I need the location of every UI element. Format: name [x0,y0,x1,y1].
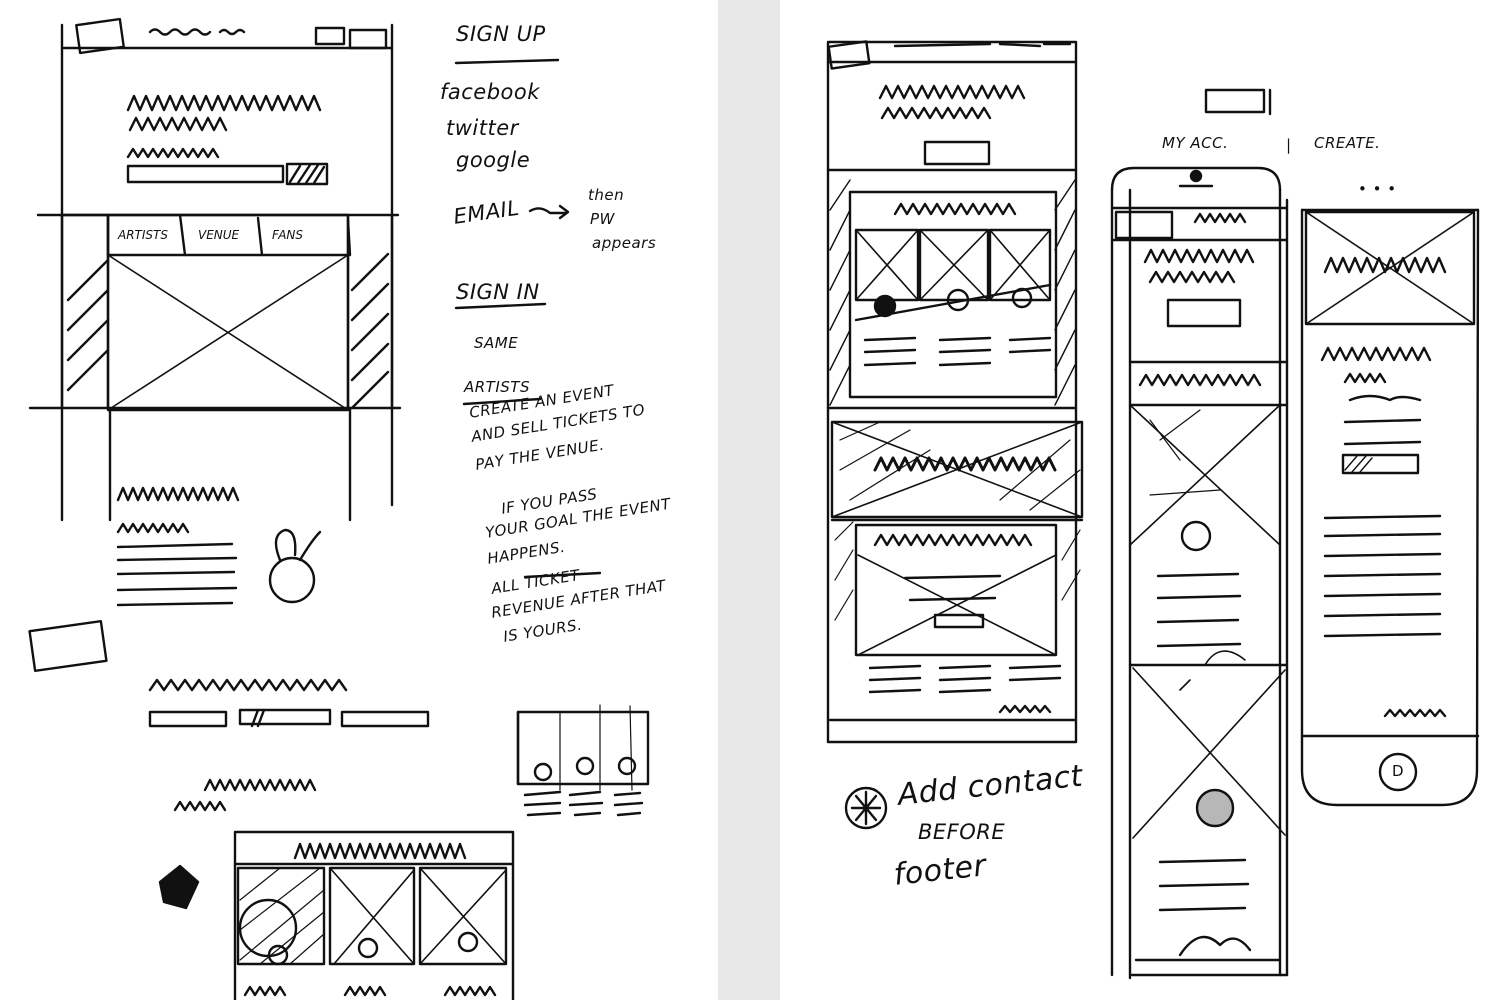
note-sign-up: SIGN UP [456,22,546,46]
note-google: google [456,148,531,172]
tab-venue: VENUE [198,228,240,242]
label-create: CREATE. [1314,134,1381,152]
note-then: then [588,186,625,204]
notebook-gutter [718,0,780,1000]
tab-fans: FANS [272,228,304,242]
note-facebook: facebook [440,80,540,104]
desktop-wireframe [28,17,650,1000]
phone-wireframe-right [1300,208,1480,807]
tab-artists: ARTISTS [118,228,168,242]
note-appears: appears [592,234,657,252]
tablet-wireframe [826,40,1084,744]
label-my-account: MY ACC. [1162,134,1229,152]
phone-wireframe-left [1110,88,1289,980]
more-dots: • • • [1358,180,1397,198]
note-same: SAME [474,334,519,352]
home-button-letter: D [1392,762,1405,780]
note-before: BEFORE [918,820,1006,844]
note-sign-in: SIGN IN [456,280,540,304]
label-separator: | [1286,136,1292,154]
add-contact-note-icon [844,786,888,830]
note-pw: PW [590,210,615,228]
note-artists-heading: ARTISTS [464,378,530,396]
note-twitter: twitter [446,116,519,140]
